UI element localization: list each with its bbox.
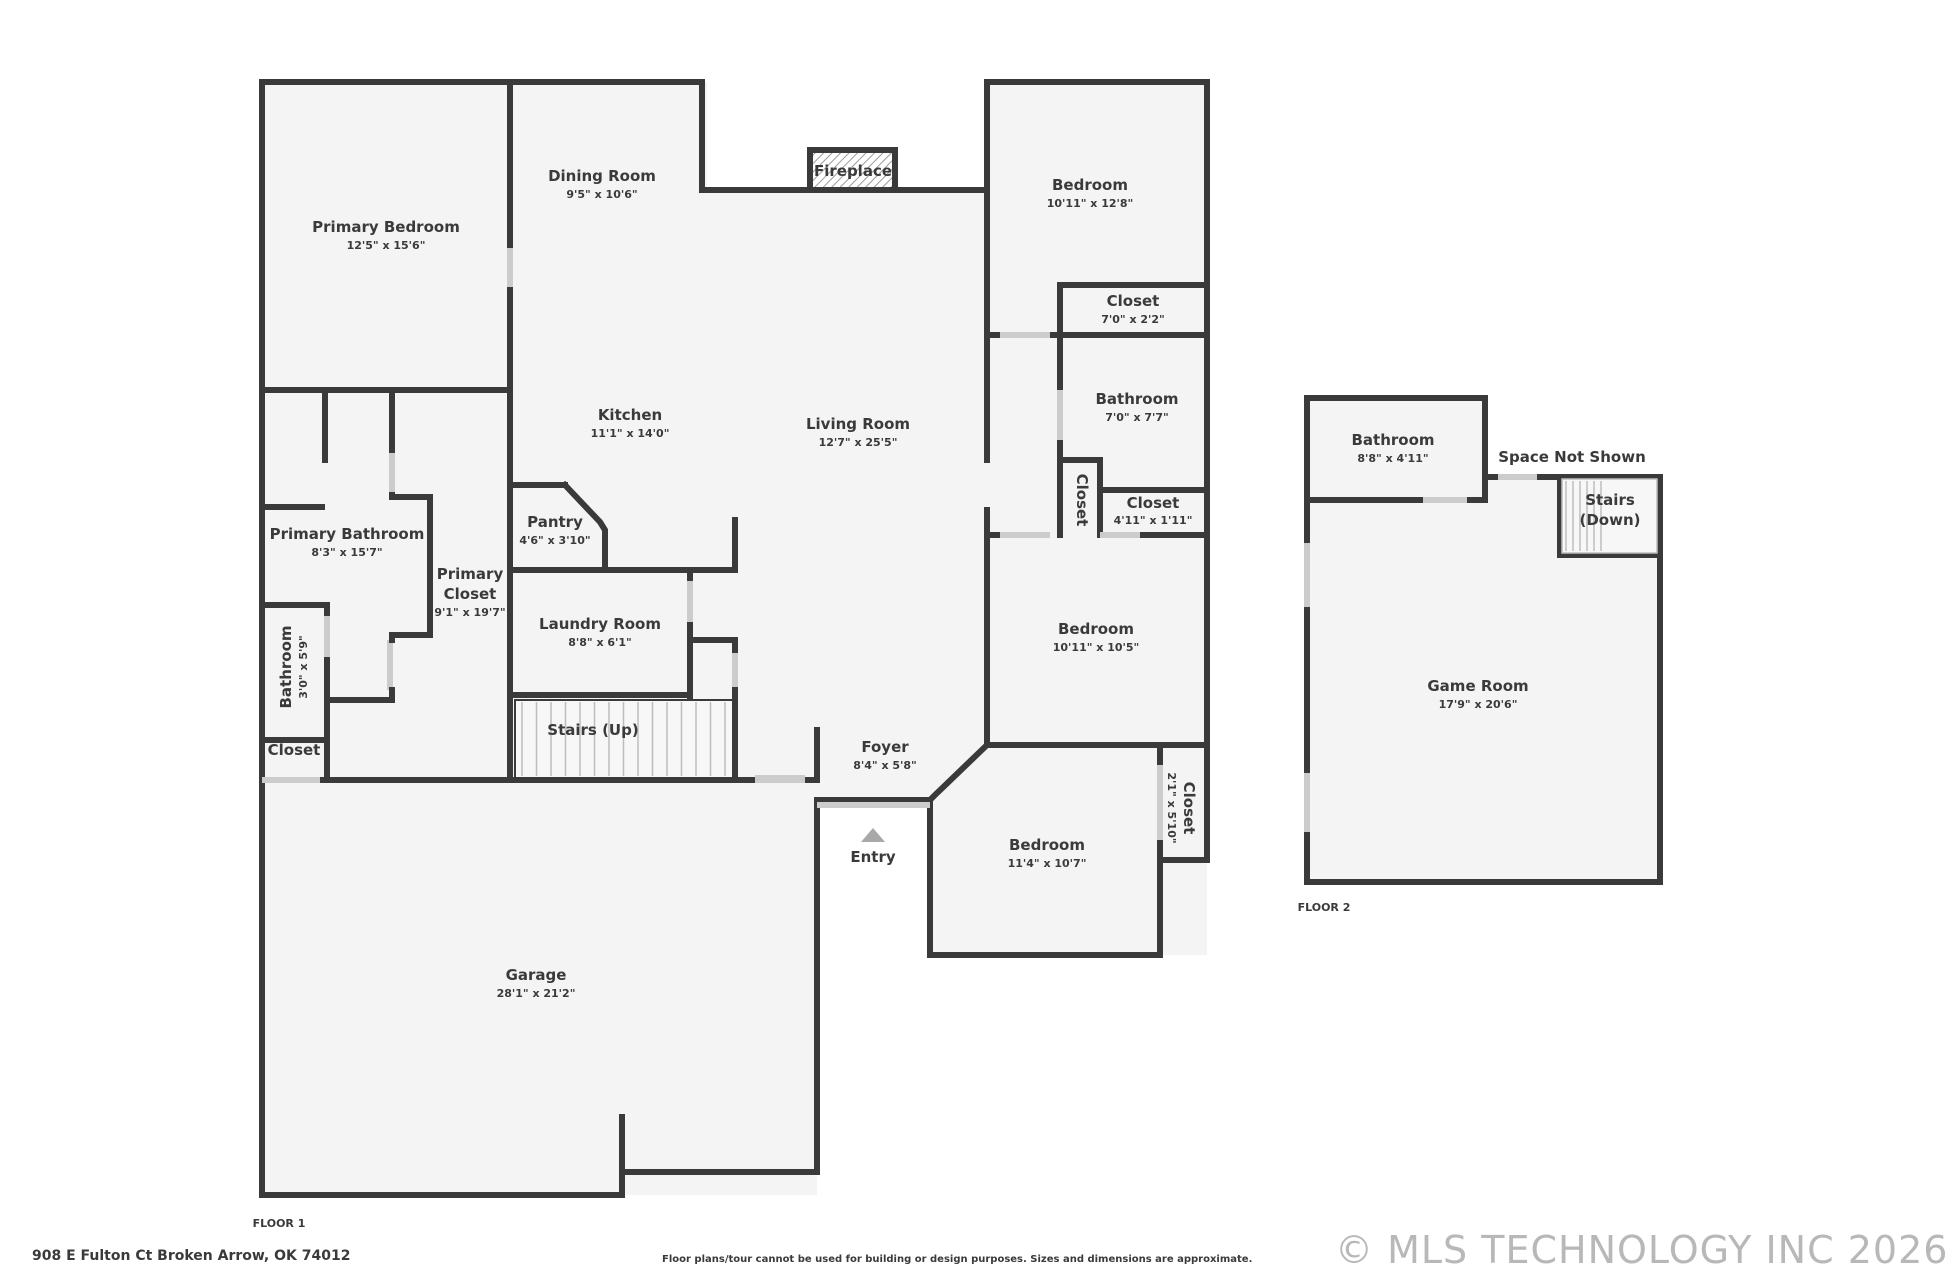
floor-2-labels: Bathroom 8'8" x 4'11" Space Not Shown St… (1298, 431, 1646, 914)
floor-2-fill (1307, 398, 1660, 882)
pantry-dim: 4'6" x 3'10" (519, 534, 590, 547)
stairs-down-name-line1: Stairs (1585, 491, 1635, 509)
primary-bedroom-name: Primary Bedroom (312, 218, 460, 236)
living-room-name: Living Room (806, 415, 910, 433)
kitchen-dim: 11'1" x 14'0" (591, 427, 670, 440)
closet-3-dim: 2'1" x 5'10" (1165, 772, 1178, 843)
closet-1-name: Closet (1107, 292, 1160, 310)
stairs-up-name: Stairs (Up) (547, 721, 638, 739)
floor-2-label: FLOOR 2 (1298, 901, 1351, 914)
bathroom-small-dim: 3'0" x 5'9" (297, 635, 310, 699)
stairs-down-name-line2: (Down) (1579, 511, 1640, 529)
stairs-up-lines (521, 702, 726, 776)
walls-floor-1 (259, 79, 1210, 1198)
floor-1-labels: Primary Bedroom 12'5" x 15'6" Dining Roo… (253, 162, 1198, 1230)
bathroom-1-name: Bathroom (1095, 390, 1178, 408)
bedroom-3-dim: 11'4" x 10'7" (1008, 857, 1087, 870)
closet-3-name: Closet (1180, 782, 1198, 835)
entry-name: Entry (850, 848, 895, 866)
property-address: 908 E Fulton Ct Broken Arrow, OK 74012 (32, 1248, 351, 1264)
bedroom-2-name: Bedroom (1058, 620, 1134, 638)
bedroom-1-dim: 10'11" x 12'8" (1047, 197, 1134, 210)
bathroom-small-name: Bathroom (277, 625, 295, 708)
primary-bathroom-dim: 8'3" x 15'7" (311, 546, 382, 559)
stairs-down-treads (1561, 478, 1658, 554)
fireplace-hatch (813, 153, 892, 187)
pantry-name: Pantry (527, 513, 583, 531)
closet-2-dim: 4'11" x 1'11" (1114, 514, 1193, 527)
entry-arrow-icon (861, 828, 885, 842)
windows-floor-2 (1304, 474, 1540, 835)
primary-bedroom-dim: 12'5" x 15'6" (347, 239, 426, 252)
game-room-dim: 17'9" x 20'6" (1439, 698, 1518, 711)
bathroom-1-dim: 7'0" x 7'7" (1105, 411, 1169, 424)
space-not-shown-label: Space Not Shown (1498, 448, 1646, 466)
bedroom-1-name: Bedroom (1052, 176, 1128, 194)
primary-closet-dim: 9'1" x 19'7" (434, 606, 505, 619)
fireplace-name: Fireplace (814, 162, 892, 180)
closet-2-name: Closet (1127, 494, 1180, 512)
game-room-name: Game Room (1427, 677, 1528, 695)
laundry-room-name: Laundry Room (539, 615, 661, 633)
living-room-dim: 12'7" x 25'5" (819, 436, 898, 449)
closet-left-name: Closet (268, 741, 321, 759)
dining-room-name: Dining Room (548, 167, 656, 185)
floor-1-label: FLOOR 1 (253, 1217, 306, 1230)
laundry-room-dim: 8'8" x 6'1" (568, 636, 632, 649)
f2-bathroom-dim: 8'8" x 4'11" (1357, 452, 1428, 465)
primary-closet-name-line2: Closet (444, 585, 497, 603)
foyer-name: Foyer (861, 738, 909, 756)
stairs-down-lines (1565, 481, 1602, 551)
disclaimer-text: Floor plans/tour cannot be used for buil… (662, 1254, 1253, 1265)
primary-closet-name-line1: Primary (437, 565, 504, 583)
floor-2 (1304, 395, 1663, 885)
garage-dim: 28'1" x 21'2" (497, 987, 576, 1000)
bedroom-2-dim: 10'11" x 10'5" (1053, 641, 1140, 654)
closet-1-dim: 7'0" x 2'2" (1101, 313, 1165, 326)
f2-bathroom-name: Bathroom (1351, 431, 1434, 449)
garage-name: Garage (506, 966, 567, 984)
copyright-watermark: © MLS TECHNOLOGY INC 2026 (1335, 1228, 1948, 1272)
walls-floor-2 (1304, 395, 1663, 885)
floor-1 (259, 79, 1210, 1198)
foyer-dim: 8'4" x 5'8" (853, 759, 917, 772)
primary-bathroom-name: Primary Bathroom (270, 525, 425, 543)
interior-openings-floor-1 (262, 332, 1163, 840)
closet-vertical-name: Closet (1073, 474, 1091, 527)
bedroom-3-name: Bedroom (1009, 836, 1085, 854)
dining-room-dim: 9'5" x 10'6" (566, 188, 637, 201)
kitchen-name: Kitchen (598, 406, 662, 424)
